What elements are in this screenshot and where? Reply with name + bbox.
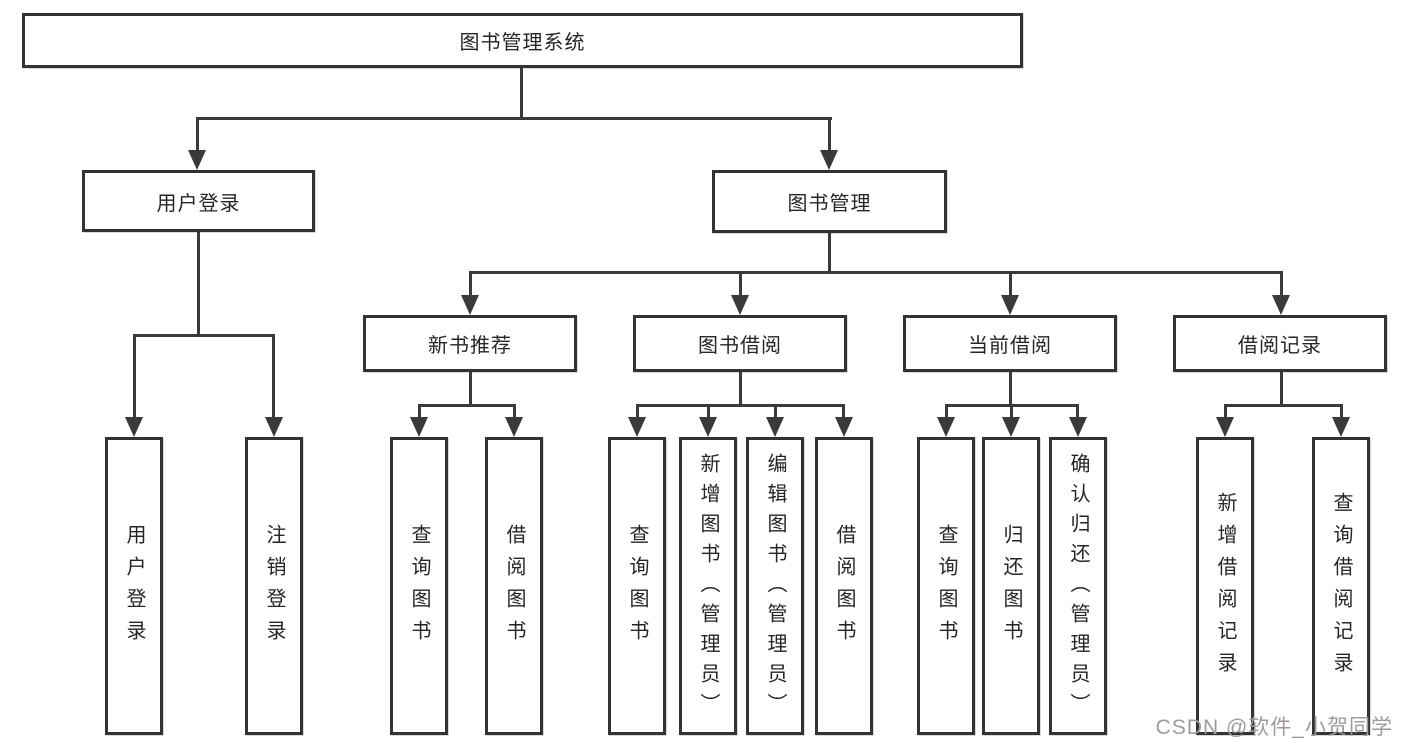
arrowhead-bb-edit: [766, 417, 784, 437]
connector-to-bb-edit: [774, 404, 777, 419]
connector-book-borrowing-stem: [739, 372, 742, 406]
connector-to-cb-query: [945, 404, 948, 419]
node-user-login-group: 用户登录: [82, 170, 315, 232]
leaf-br-add-label: 新增借阅记录: [1214, 492, 1236, 684]
connector-to-new-books: [469, 271, 472, 297]
arrowhead-bb-query: [628, 417, 646, 437]
leaf-bb-add-label: 新增图书（管理员）: [697, 453, 719, 723]
connector-to-book-borrowing: [739, 271, 742, 297]
arrowhead-new-books: [461, 295, 479, 315]
arrowhead-br-query: [1332, 417, 1350, 437]
connector-book-mgmt-branch: [469, 271, 1283, 274]
node-root-label: 图书管理系统: [459, 32, 586, 54]
arrowhead-leaf-user-login: [125, 417, 143, 437]
leaf-logout: 注销登录: [245, 437, 303, 735]
node-new-books-label: 新书推荐: [428, 335, 512, 357]
node-current-borrowing: 当前借阅: [903, 315, 1117, 372]
connector-to-cb-return: [1010, 404, 1013, 419]
arrowhead-cb-confirm: [1069, 417, 1087, 437]
leaf-nb-query-label: 查询图书: [408, 524, 430, 652]
connector-current-borrowing-stem: [1009, 372, 1012, 406]
connector-to-user-login: [196, 117, 199, 153]
connector-book-mgmt-stem: [828, 233, 831, 273]
connector-borrowing-records-stem: [1280, 372, 1283, 406]
connector-book-borrowing-branch: [636, 404, 845, 407]
arrowhead-book-mgmt: [820, 150, 838, 170]
connector-to-leaf-logout: [272, 334, 275, 419]
leaf-cb-confirm-label: 确认归还（管理员）: [1067, 453, 1089, 723]
connector-to-bb-borrow: [842, 404, 845, 419]
leaf-nb-borrow: 借阅图书: [485, 437, 543, 735]
connector-to-nb-query: [418, 404, 421, 419]
arrowhead-bb-add: [699, 417, 717, 437]
arrowhead-nb-borrow: [505, 417, 523, 437]
leaf-cb-query: 查询图书: [917, 437, 975, 735]
arrowhead-br-add: [1216, 417, 1234, 437]
node-book-mgmt-label: 图书管理: [787, 193, 872, 215]
arrowhead-borrowing-records: [1272, 295, 1290, 315]
arrowhead-leaf-logout: [265, 417, 283, 437]
node-book-borrowing: 图书借阅: [633, 315, 847, 372]
leaf-bb-borrow-label: 借阅图书: [833, 524, 855, 652]
connector-user-login-stem: [197, 232, 200, 336]
leaf-nb-borrow-label: 借阅图书: [503, 524, 525, 652]
arrowhead-user-login: [188, 150, 206, 170]
connector-new-books-stem: [469, 372, 472, 406]
connector-to-cb-confirm: [1076, 404, 1079, 419]
arrowhead-cb-query: [937, 417, 955, 437]
connector-to-br-query: [1340, 404, 1343, 419]
leaf-cb-query-label: 查询图书: [935, 524, 957, 652]
leaf-br-query-label: 查询借阅记录: [1330, 492, 1352, 684]
leaf-cb-return-label: 归还图书: [1000, 524, 1022, 652]
node-root: 图书管理系统: [22, 13, 1023, 68]
connector-to-current-borrowing: [1009, 271, 1012, 297]
leaf-user-login: 用户登录: [105, 437, 163, 735]
connector-to-bb-add: [707, 404, 710, 419]
leaf-bb-query-label: 查询图书: [626, 524, 648, 652]
leaf-bb-edit-label: 编辑图书（管理员）: [764, 453, 786, 723]
connector-to-bb-query: [636, 404, 639, 419]
node-new-books: 新书推荐: [363, 315, 577, 372]
arrowhead-book-borrowing: [731, 295, 749, 315]
node-user-login-group-label: 用户登录: [156, 192, 241, 215]
connector-to-borrowing-records: [1280, 271, 1283, 297]
node-book-mgmt: 图书管理: [712, 170, 947, 233]
leaf-bb-edit: 编辑图书（管理员）: [746, 437, 804, 735]
node-borrowing-records-label: 借阅记录: [1238, 335, 1322, 357]
leaf-user-login-label: 用户登录: [123, 524, 145, 652]
connector-user-login-branch: [133, 334, 275, 337]
connector-new-books-branch: [418, 404, 516, 407]
leaf-cb-confirm: 确认归还（管理员）: [1049, 437, 1107, 735]
node-book-borrowing-label: 图书借阅: [698, 335, 782, 357]
leaf-bb-borrow: 借阅图书: [815, 437, 873, 735]
leaf-br-add: 新增借阅记录: [1196, 437, 1254, 735]
leaf-cb-return: 归还图书: [982, 437, 1040, 735]
connector-to-leaf-user-login: [133, 334, 136, 419]
arrowhead-current-borrowing: [1001, 295, 1019, 315]
connector-root-branch: [196, 117, 832, 120]
arrowhead-bb-borrow: [835, 417, 853, 437]
node-borrowing-records: 借阅记录: [1173, 315, 1387, 372]
leaf-br-query: 查询借阅记录: [1312, 437, 1370, 735]
connector-to-br-add: [1224, 404, 1227, 419]
arrowhead-nb-query: [410, 417, 428, 437]
connector-root-stem: [520, 68, 523, 119]
leaf-bb-add: 新增图书（管理员）: [679, 437, 737, 735]
connector-to-book-mgmt: [828, 117, 831, 153]
leaf-nb-query: 查询图书: [390, 437, 448, 735]
leaf-logout-label: 注销登录: [263, 524, 285, 652]
node-current-borrowing-label: 当前借阅: [968, 335, 1052, 357]
connector-borrowing-records-branch: [1224, 404, 1342, 407]
connector-to-nb-borrow: [513, 404, 516, 419]
leaf-bb-query: 查询图书: [608, 437, 666, 735]
arrowhead-cb-return: [1002, 417, 1020, 437]
